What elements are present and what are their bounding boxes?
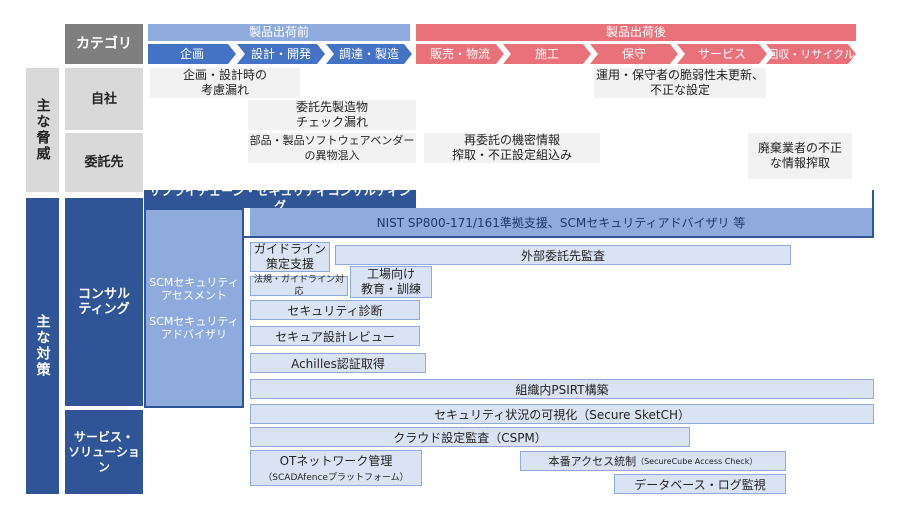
measures-section-label: 主な対策: [26, 198, 59, 494]
phase-construction: 施工: [503, 44, 591, 64]
phase-service: サービス: [677, 44, 767, 64]
threat-maintenance-vuln: 運用・保守者の脆弱性未更新、 不正な設定: [594, 68, 766, 98]
ot-subtitle: （SCADAfenceプラットフォーム）: [263, 472, 409, 483]
cspm-audit: クラウド設定監査（CSPM）: [250, 427, 690, 447]
access-title: 本番アクセス統制: [548, 455, 637, 468]
achilles-certification: Achilles認証取得: [250, 353, 426, 373]
phase-design: 設計・開発: [237, 44, 325, 64]
category-header: カテゴリ: [65, 24, 143, 64]
access-subtitle: （SecureCube Access Check）: [636, 456, 758, 466]
threat-design-oversight: 企画・設計時の 考慮漏れ: [150, 68, 300, 98]
external-contractor-audit: 外部委託先監査: [335, 245, 791, 265]
guideline-support: ガイドライン 策定支援: [250, 242, 330, 272]
pre-ship-header: 製品出荷前: [148, 24, 410, 41]
post-ship-header: 製品出荷後: [416, 24, 856, 41]
ot-title: OTネットワーク管理: [279, 453, 393, 468]
secure-design-review: セキュア設計レビュー: [250, 326, 420, 346]
services-label: サービス・ ソリューション: [65, 410, 143, 494]
law-guideline-compliance: 法規・ガイドライン対応: [250, 275, 348, 297]
threat-disposal: 廃棄業者の不正 な情報搾取: [748, 133, 852, 179]
own-company-label: 自社: [65, 68, 143, 130]
threat-contractor-check: 委託先製造物 チェック漏れ: [248, 100, 416, 130]
supply-chain-consulting-title: サプライチェーン・セキュリティコンサルティング: [144, 184, 416, 213]
factory-training: 工場向け 教育・訓練: [350, 266, 432, 298]
phase-maintenance: 保守: [590, 44, 678, 64]
secure-sketch-visualization: セキュリティ状況の可視化（Secure SketCH）: [250, 404, 874, 424]
threats-section-label: 主な脅威: [26, 68, 59, 192]
scm-security-box: SCMセキュリティ アセスメント SCMセキュリティ アドバイザリ: [144, 208, 244, 408]
security-diagnosis: セキュリティ診断: [250, 300, 420, 320]
ot-network-management: OTネットワーク管理 （SCADAfenceプラットフォーム）: [250, 450, 422, 486]
phase-procurement: 調達・製造: [326, 44, 412, 64]
phase-planning: 企画: [148, 44, 236, 64]
psirt-build: 組織内PSIRT構築: [250, 379, 874, 399]
contractor-label: 委託先: [65, 133, 143, 192]
threat-vendor-contamination: 部品・製品ソフトウェアベンダー の異物混入: [248, 133, 416, 163]
nist-support-bar: NIST SP800-171/161準拠支援、SCMセキュリティアドバイザリ 等: [250, 208, 872, 236]
phase-recycle: 回収・リサイクル: [766, 44, 856, 64]
database-log-monitoring: データベース・ログ監視: [614, 474, 786, 494]
phase-sales: 販売・物流: [416, 44, 504, 64]
production-access-control: 本番アクセス統制 （SecureCube Access Check）: [520, 451, 786, 471]
consulting-label: コンサル ティング: [65, 198, 143, 406]
threat-subcontract-leak: 再委託の機密情報 搾取・不正設定組込み: [424, 133, 600, 163]
